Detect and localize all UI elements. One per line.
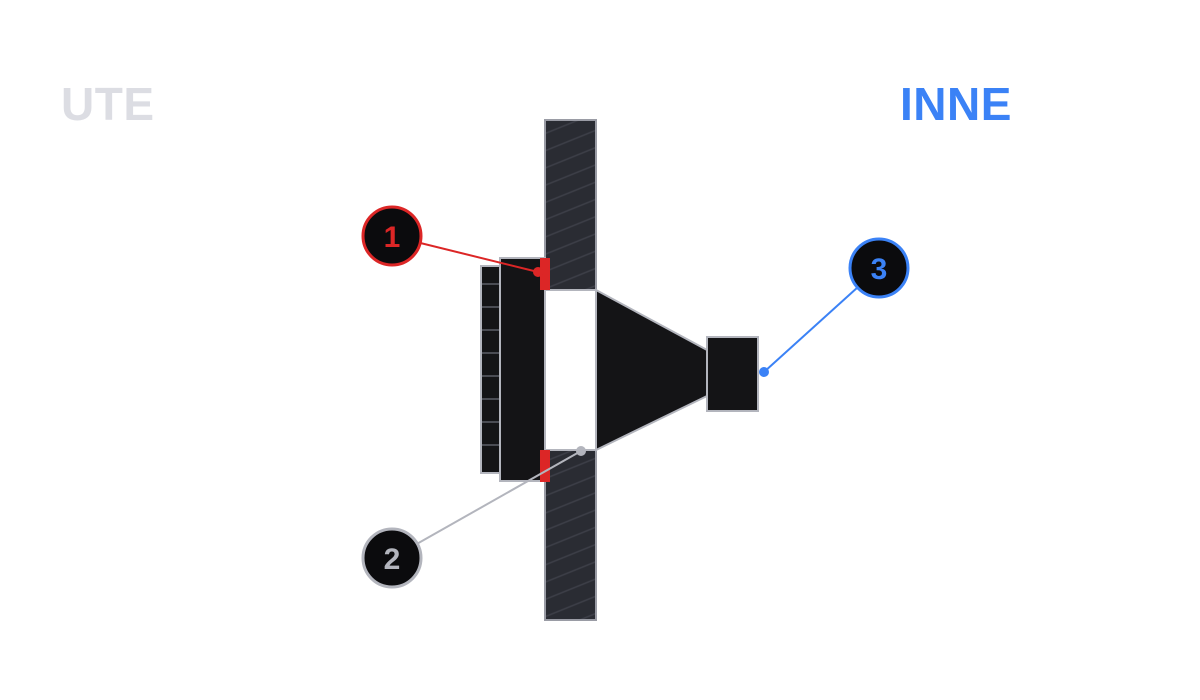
duct-passage — [544, 289, 597, 451]
outside-label: UTE — [61, 78, 155, 130]
callout-2-number: 2 — [384, 543, 401, 576]
seal-lower — [540, 450, 550, 482]
callout-3: 3 — [759, 237, 910, 377]
callout-1-number: 1 — [384, 221, 401, 254]
callout-2: 2 — [361, 446, 586, 589]
wall-lower-section — [544, 449, 597, 621]
seal-upper — [540, 258, 550, 290]
callout-1: 1 — [361, 205, 543, 277]
grille-slats — [482, 283, 499, 446]
outer-frame — [499, 257, 546, 482]
outer-grille — [480, 265, 501, 474]
callout-3-number: 3 — [871, 253, 888, 286]
inner-funnel — [595, 288, 708, 452]
wall-upper-section — [544, 119, 597, 291]
inside-label: INNE — [900, 78, 1012, 130]
inner-box — [706, 336, 759, 412]
